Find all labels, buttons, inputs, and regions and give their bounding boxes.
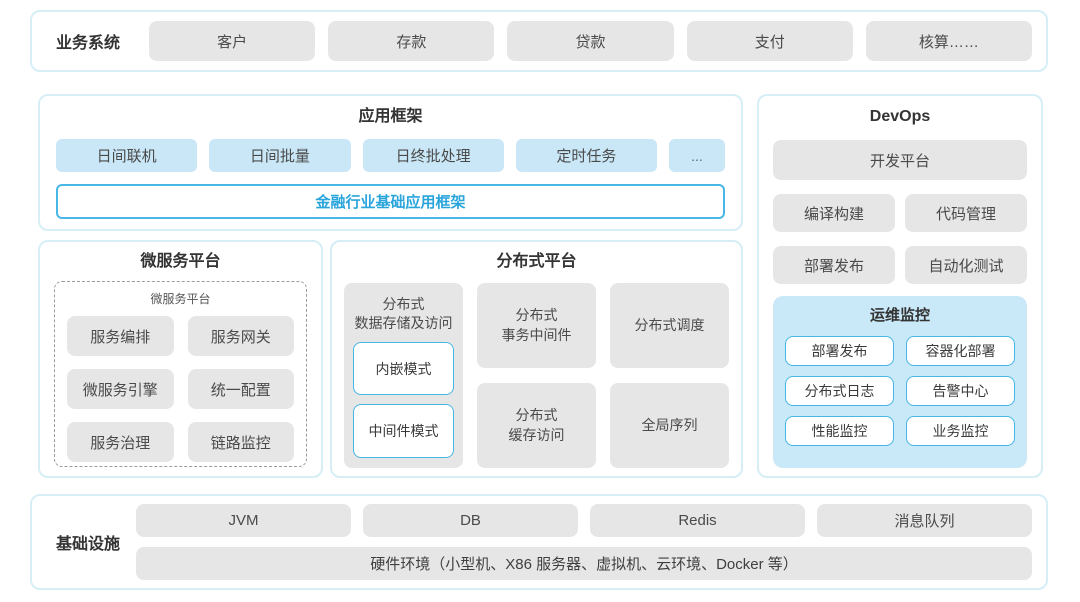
node-scheduled-task: 定时任务 [515, 139, 657, 172]
business-system-section: 业务系统 客户 存款 贷款 支付 核算…… [30, 10, 1048, 72]
mode-embedded: 内嵌模式 [353, 341, 454, 396]
pill-business-monitor: 业务监控 [906, 416, 1015, 446]
storage-label: 分布式 数据存储及访问 [354, 296, 453, 331]
microservice-title: 微服务平台 [140, 253, 221, 270]
microservice-inner-title: 微服务平台 [150, 292, 211, 306]
node-dev-platform: 开发平台 [773, 140, 1027, 180]
node-auto-test: 自动化测试 [905, 246, 1027, 284]
node-microservice-engine: 微服务引擎 [67, 369, 174, 409]
node-customer: 客户 [149, 21, 316, 61]
infrastructure-content: JVM DB Redis 消息队列 硬件环境（小型机、X86 服务器、虚拟机、云… [136, 504, 1033, 580]
node-payment: 支付 [686, 21, 853, 61]
node-daytime-batch: 日间批量 [209, 139, 351, 172]
node-db: DB [363, 504, 579, 537]
mode-middleware: 中间件模式 [353, 404, 454, 458]
distributed-grid: 分布式 数据存储及访问 内嵌模式 中间件模式 分布式 事务中间件 分布式 缓存访… [344, 283, 729, 468]
node-global-sequence: 全局序列 [610, 383, 729, 468]
devops-row-1: 编译构建 代码管理 [773, 194, 1027, 232]
devops-section: DevOps 开发平台 编译构建 代码管理 部署发布 自动化测试 运维监控 部署… [757, 94, 1043, 478]
node-jvm: JVM [136, 504, 352, 537]
distributed-col-middle: 分布式 事务中间件 分布式 缓存访问 [477, 283, 596, 468]
node-build: 编译构建 [773, 194, 895, 232]
node-code-management: 代码管理 [905, 194, 1027, 232]
storage-card: 分布式 数据存储及访问 内嵌模式 中间件模式 [344, 283, 463, 468]
ops-monitor-grid: 部署发布 容器化部署 分布式日志 告警中心 性能监控 业务监控 [785, 336, 1015, 446]
pill-deploy-release: 部署发布 [785, 336, 894, 366]
node-service-orchestration: 服务编排 [67, 316, 174, 356]
ops-monitor-title: 运维监控 [869, 307, 930, 324]
node-loan: 贷款 [507, 21, 674, 61]
pill-performance-monitor: 性能监控 [785, 416, 894, 446]
node-trace-monitor: 链路监控 [187, 422, 294, 462]
node-distributed-cache: 分布式 缓存访问 [477, 383, 596, 468]
node-more-ellipsis: ... [669, 139, 725, 172]
distributed-col-right: 分布式调度 全局序列 [610, 283, 729, 468]
infrastructure-row: JVM DB Redis 消息队列 [136, 504, 1033, 537]
node-message-queue: 消息队列 [817, 504, 1033, 537]
ops-monitor-panel: 运维监控 部署发布 容器化部署 分布式日志 告警中心 性能监控 业务监控 [773, 296, 1027, 468]
node-unified-config: 统一配置 [187, 369, 294, 409]
node-distributed-scheduler: 分布式调度 [610, 283, 729, 368]
distributed-title: 分布式平台 [496, 253, 577, 270]
node-service-governance: 服务治理 [67, 422, 174, 462]
pill-alert-center: 告警中心 [906, 376, 1015, 406]
devops-title: DevOps [869, 108, 931, 125]
node-deploy-release: 部署发布 [773, 246, 895, 284]
microservice-inner-box: 微服务平台 服务编排 服务网关 微服务引擎 统一配置 服务治理 链路监控 [54, 281, 307, 467]
base-framework-bar: 金融行业基础应用框架 [56, 184, 725, 219]
node-redis: Redis [590, 504, 806, 537]
pill-container-deploy: 容器化部署 [906, 336, 1015, 366]
hardware-env-bar: 硬件环境（小型机、X86 服务器、虚拟机、云环境、Docker 等） [136, 547, 1032, 580]
microservice-grid: 服务编排 服务网关 微服务引擎 统一配置 服务治理 链路监控 [67, 316, 294, 462]
node-deposit: 存款 [328, 21, 495, 61]
microservice-section: 微服务平台 微服务平台 服务编排 服务网关 微服务引擎 统一配置 服务治理 链路… [38, 240, 323, 478]
node-service-gateway: 服务网关 [187, 316, 294, 356]
app-framework-section: 应用框架 日间联机 日间批量 日终批处理 定时任务 ... 金融行业基础应用框架 [38, 94, 743, 231]
business-system-label: 业务系统 [56, 35, 121, 52]
infrastructure-label: 基础设施 [56, 536, 121, 553]
node-daytime-online: 日间联机 [56, 139, 198, 172]
pill-distributed-log: 分布式日志 [785, 376, 894, 406]
infrastructure-section: 基础设施 JVM DB Redis 消息队列 硬件环境（小型机、X86 服务器、… [30, 494, 1048, 590]
node-distributed-transaction: 分布式 事务中间件 [477, 283, 596, 368]
node-accounting: 核算…… [865, 21, 1033, 61]
app-framework-title: 应用框架 [358, 108, 423, 125]
node-eod-batch: 日终批处理 [362, 139, 504, 172]
devops-row-2: 部署发布 自动化测试 [773, 246, 1027, 284]
app-framework-row: 日间联机 日间批量 日终批处理 定时任务 ... [56, 139, 725, 172]
distributed-section: 分布式平台 分布式 数据存储及访问 内嵌模式 中间件模式 分布式 事务中间件 分… [330, 240, 743, 478]
